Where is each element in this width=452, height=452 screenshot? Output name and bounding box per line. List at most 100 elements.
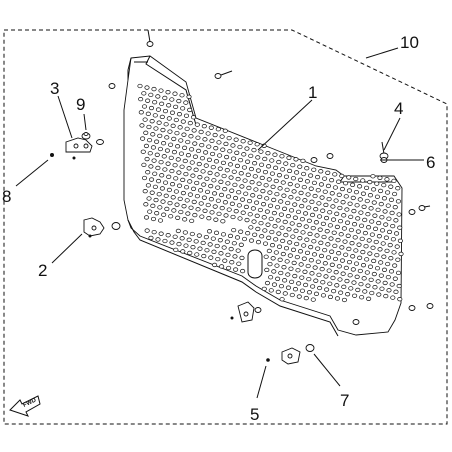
perforation-hole (381, 267, 388, 272)
perforation-hole (248, 166, 254, 172)
perforation-hole (317, 285, 323, 291)
perforation-hole (194, 180, 200, 186)
perforation-hole (173, 189, 179, 194)
perforation-hole (308, 173, 314, 178)
perforation-hole (254, 213, 260, 218)
perforation-hole (266, 235, 272, 240)
perforation-hole (172, 163, 178, 168)
perforation-hole (220, 147, 226, 152)
perforation-hole (375, 207, 381, 213)
perforation-hole (338, 232, 344, 237)
perforation-hole (348, 214, 354, 220)
perforation-hole (334, 296, 341, 301)
perforation-hole (372, 213, 378, 218)
perforation-hole (155, 94, 161, 99)
perforation-hole (325, 255, 332, 260)
perforation-hole (195, 207, 201, 212)
perforation-hole (339, 186, 345, 192)
perforation-hole (187, 179, 193, 184)
perforation-hole (230, 143, 236, 148)
perforation-hole (151, 229, 157, 235)
perforation-hole (395, 257, 401, 262)
perforation-hole (233, 137, 239, 142)
perforation-hole (233, 195, 239, 201)
perforation-hole (235, 248, 241, 253)
perforation-hole (297, 236, 303, 241)
perforation-hole (285, 272, 291, 277)
perforation-hole (343, 265, 349, 271)
perforation-hole (278, 283, 285, 289)
perforation-hole (208, 125, 214, 130)
perforation-hole (138, 110, 144, 115)
perforation-hole (260, 188, 266, 194)
perforation-hole (197, 175, 203, 180)
perforation-hole (343, 252, 349, 257)
perforation-hole (334, 224, 340, 230)
perforation-hole (360, 249, 366, 255)
perforation-hole (202, 208, 208, 213)
perforation-hole (338, 290, 344, 295)
perforation-hole (216, 140, 222, 145)
perforation-hole (222, 186, 228, 192)
perforation-hole (150, 216, 157, 222)
perforation-hole (163, 193, 169, 198)
perforation-hole (266, 177, 272, 182)
perforation-hole (325, 183, 331, 189)
perforation-hole (308, 258, 314, 263)
perforation-hole (358, 210, 364, 215)
perforation-hole (262, 228, 268, 233)
perforation-hole (370, 174, 376, 179)
dot-marker (72, 156, 76, 160)
perforation-hole (206, 157, 212, 162)
perforation-hole (274, 263, 280, 268)
perforation-hole (175, 144, 181, 149)
perforation-hole (189, 147, 195, 152)
perforation-hole (374, 181, 380, 186)
perforation-hole (229, 201, 235, 206)
perforation-hole (172, 91, 178, 96)
perforation-hole (320, 208, 326, 213)
perforation-hole (173, 117, 179, 123)
perforation-hole (191, 128, 197, 133)
perforation-hole (240, 210, 246, 215)
perforation-hole (250, 193, 256, 198)
perforation-hole (284, 259, 290, 264)
perforation-hole (262, 156, 268, 162)
perforation-hole (278, 270, 284, 276)
perforation-hole (291, 189, 297, 194)
perforation-hole (355, 287, 361, 293)
perforation-hole (373, 239, 379, 245)
perforation-hole (353, 248, 359, 253)
leader-3 (57, 95, 73, 139)
perforation-hole (162, 238, 168, 244)
perforation-hole (320, 293, 327, 298)
perforation-hole (247, 212, 253, 217)
perforation-hole (217, 153, 223, 158)
perforation-hole (381, 254, 387, 259)
perforation-hole (146, 196, 152, 201)
perforation-hole (297, 164, 303, 169)
perforation-hole (144, 228, 150, 233)
perforation-hole (218, 179, 224, 184)
perforation-hole (295, 196, 301, 201)
perforation-hole (387, 242, 393, 248)
callout-4: 4 (394, 99, 403, 118)
perforation-hole (269, 171, 275, 176)
perforation-hole (145, 111, 151, 116)
perforation-hole (290, 247, 297, 252)
perforation-hole (312, 265, 318, 270)
perforation-hole (330, 204, 336, 209)
perforation-hole (292, 215, 298, 220)
perforation-hole (369, 219, 375, 224)
perforation-hole (383, 235, 389, 240)
perforation-hole (192, 154, 198, 159)
perforation-hole (174, 202, 180, 207)
perforation-hole (340, 200, 346, 205)
perforation-hole (218, 251, 224, 256)
perforation-hole (295, 209, 302, 215)
perforation-hole (301, 256, 307, 261)
perforation-hole (316, 272, 322, 278)
perforation-hole (217, 238, 223, 243)
perforation-hole (251, 147, 257, 153)
perforation-hole (238, 229, 244, 234)
